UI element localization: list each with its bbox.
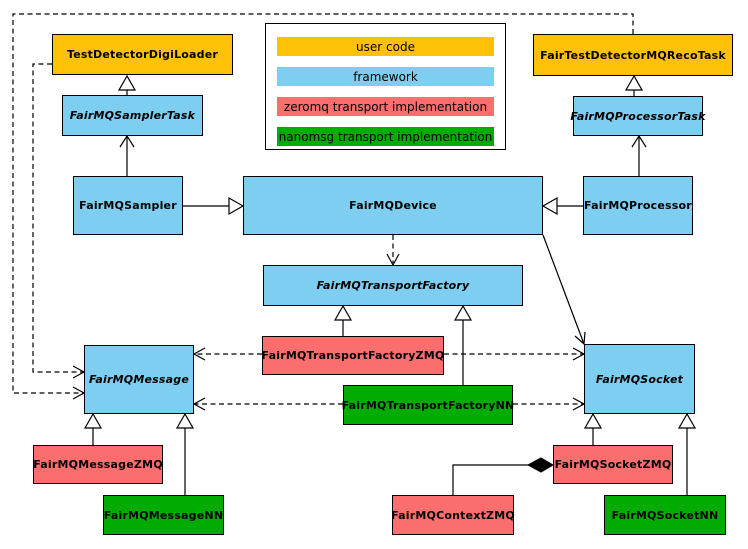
node-label: FairMQSocketZMQ <box>554 458 672 471</box>
edge-testdetectordigiloader-to-fairmqmessage <box>32 63 84 373</box>
edge-fairmqsampler-to-fairmqsamplertask <box>119 134 135 176</box>
edge-fairmqsocketzmq-composition-fairmqcontextzmq <box>452 464 528 495</box>
node-fairmqsocket: FairMQSocket <box>584 344 695 414</box>
node-testdetectordigiloader: TestDetectorDigiLoader <box>52 34 233 75</box>
edge-fairtestdetectormqrecotask-to-fairmqmessage <box>12 13 634 394</box>
node-label: TestDetectorDigiLoader <box>66 48 219 61</box>
node-fairmqmessagenn: FairMQMessageNN <box>103 495 224 535</box>
legend-item-label: zeromq transport implementation <box>283 99 488 114</box>
legend-item-label: nanomsg transport implementation <box>278 129 493 144</box>
node-label: FairTestDetectorMQRecoTask <box>540 48 726 62</box>
node-fairmqmessage: FairMQMessage <box>84 345 194 414</box>
arrowhead-generalization <box>83 74 697 429</box>
node-fairmqtransportfactorynn: FairMQTransportFactoryNN <box>341 385 515 425</box>
legend-item-label: user code <box>356 39 415 54</box>
node-label: FairMQProcessorTask <box>570 109 706 123</box>
node-fairmqcontextzmq: FairMQContextZMQ <box>391 495 515 535</box>
node-label: FairMQMessageNN <box>103 508 224 522</box>
node-label: FairMQTransportFactoryNN <box>341 398 515 412</box>
node-fairmqprocessortask: FairMQProcessorTask <box>570 96 706 136</box>
node-fairmqprocessor: FairMQProcessor <box>583 176 693 235</box>
composition-diamond-icon <box>526 457 554 473</box>
node-label: FairMQSocket <box>595 372 684 386</box>
node-label: FairMQSampler <box>79 199 177 212</box>
node-label: FairMQDevice <box>349 199 437 212</box>
node-fairmqsocketnn: FairMQSocketNN <box>604 495 726 535</box>
node-label: FairMQSocketNN <box>611 508 719 522</box>
legend-item-framework: framework <box>277 67 494 86</box>
node-label: FairMQProcessor <box>584 199 692 212</box>
node-fairmqdevice: FairMQDevice <box>243 176 543 235</box>
edge-fairmqprocessor-to-fairmqprocessortask <box>631 134 647 176</box>
node-fairmqsocketzmq: FairMQSocketZMQ <box>553 445 673 484</box>
node-fairmqsampler: FairMQSampler <box>73 176 183 235</box>
node-label: FairMQTransportFactory <box>316 279 470 292</box>
edge-fairmqdevice-to-fairmqsocket <box>542 234 586 346</box>
node-fairmqsamplertask: FairMQSamplerTask <box>62 95 203 136</box>
node-fairtestdetectormqrecotask: FairTestDetectorMQRecoTask <box>533 34 733 76</box>
legend: user code framework zeromq transport imp… <box>265 23 506 150</box>
legend-item-zeromq: zeromq transport implementation <box>277 97 494 116</box>
legend-item-label: framework <box>353 69 418 84</box>
legend-item-nanomsg: nanomsg transport implementation <box>277 127 494 146</box>
node-label: FairMQSamplerTask <box>69 109 196 122</box>
node-label: FairMQMessage <box>88 373 190 386</box>
node-fairmqmessagezmq: FairMQMessageZMQ <box>33 445 163 484</box>
node-label: FairMQMessageZMQ <box>33 458 163 471</box>
node-label: FairMQTransportFactoryZMQ <box>261 349 445 362</box>
node-fairmqtransportfactoryzmq: FairMQTransportFactoryZMQ <box>262 336 444 375</box>
legend-item-user-code: user code <box>277 37 494 56</box>
node-fairmqtransportfactory: FairMQTransportFactory <box>263 265 523 306</box>
node-label: FairMQContextZMQ <box>391 508 515 522</box>
